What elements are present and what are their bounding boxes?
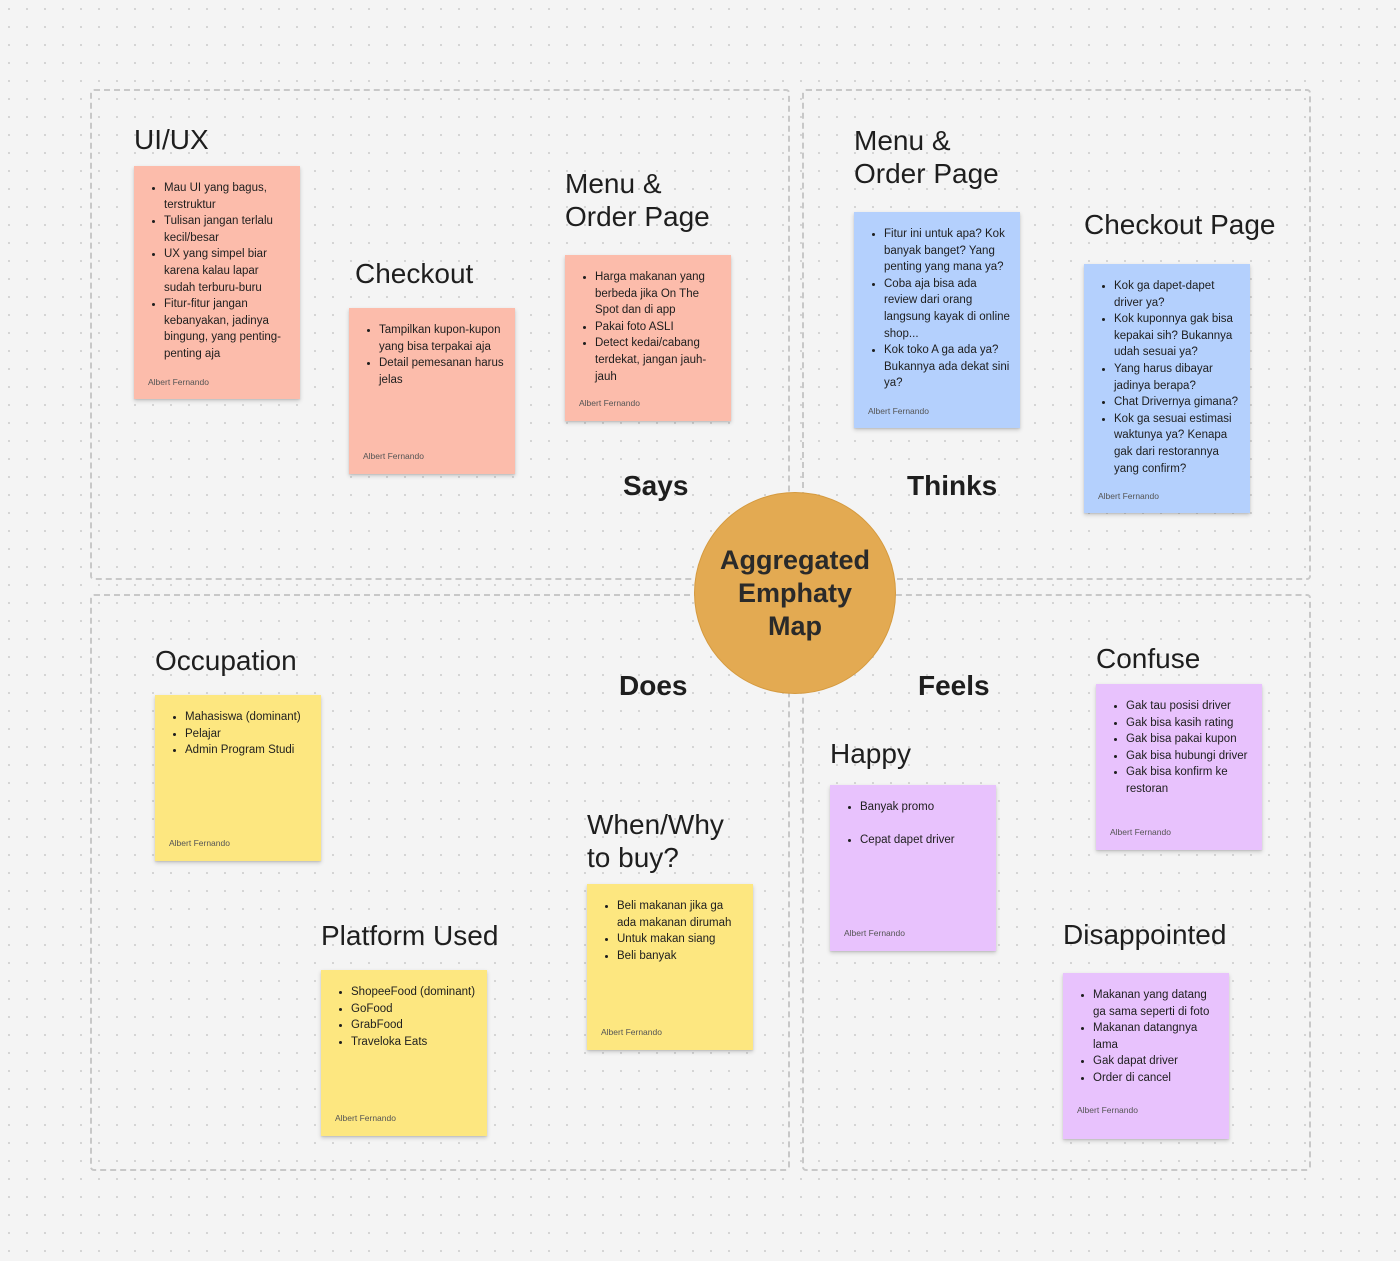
list-item: Mahasiswa (dominant) — [169, 709, 311, 726]
heading-line: to buy? — [587, 842, 679, 873]
heading-line: Menu & — [854, 125, 951, 156]
list-item: Order di cancel — [1077, 1070, 1219, 1087]
note-author: Albert Fernando — [844, 928, 905, 938]
list-item: Beli makanan jika ga ada makanan dirumah — [601, 898, 743, 931]
list-item: Gak bisa kasih rating — [1110, 715, 1252, 732]
note-list: Harga makanan yang berbeda jika On The S… — [579, 269, 721, 385]
note-author: Albert Fernando — [868, 405, 929, 416]
list-item: Makanan yang datang ga sama seperti di f… — [1077, 987, 1219, 1020]
list-item: GoFood — [335, 1001, 477, 1018]
list-item: Makanan datangnya lama — [1077, 1020, 1219, 1053]
note-list: Gak tau posisi driver Gak bisa kasih rat… — [1110, 698, 1252, 798]
list-item: UX yang simpel biar karena kalau lapar s… — [148, 246, 290, 296]
list-item: Cepat dapet driver — [844, 832, 986, 849]
sticky-note-disappointed[interactable]: Makanan yang datang ga sama seperti di f… — [1063, 973, 1229, 1139]
does-label: Does — [619, 670, 688, 701]
thinks-menu-order-heading: Menu & Order Page — [854, 124, 999, 190]
list-item: Gak bisa konfirm ke restoran — [1110, 764, 1252, 797]
confuse-heading: Confuse — [1096, 643, 1201, 674]
list-item: Chat Drivernya gimana? — [1098, 394, 1240, 411]
note-author: Albert Fernando — [148, 376, 209, 387]
sticky-note-checkout[interactable]: Tampilkan kupon-kupon yang bisa terpakai… — [349, 308, 515, 474]
says-menu-order-heading: Menu & Order Page — [565, 167, 710, 233]
list-item: Admin Program Studi — [169, 742, 311, 759]
note-author: Albert Fernando — [363, 451, 424, 461]
sticky-note-thinks-menu-order[interactable]: Fitur ini untuk apa? Kok banyak banget? … — [854, 212, 1020, 428]
list-item: Gak bisa hubungi driver — [1110, 748, 1252, 765]
sticky-note-says-menu-order[interactable]: Harga makanan yang berbeda jika On The S… — [565, 255, 731, 421]
does-quadrant — [90, 594, 790, 1171]
says-label: Says — [623, 470, 689, 501]
platform-heading: Platform Used — [321, 920, 499, 951]
note-list: Tampilkan kupon-kupon yang bisa terpakai… — [363, 322, 505, 388]
note-author: Albert Fernando — [1077, 1104, 1138, 1115]
note-list: Banyak promo Cepat dapet driver — [844, 799, 986, 848]
note-author: Albert Fernando — [1098, 491, 1159, 502]
list-item: Kok toko A ga ada ya? Bukannya ada dekat… — [868, 342, 1010, 392]
list-item: Untuk makan siang — [601, 931, 743, 948]
sticky-note-confuse[interactable]: Gak tau posisi driver Gak bisa kasih rat… — [1096, 684, 1262, 850]
sticky-note-platform[interactable]: ShopeeFood (dominant) GoFood GrabFood Tr… — [321, 970, 487, 1136]
note-list: ShopeeFood (dominant) GoFood GrabFood Tr… — [335, 984, 477, 1050]
thinks-quadrant — [802, 89, 1311, 580]
list-item: Fitur-fitur jangan kebanyakan, jadinya b… — [148, 296, 290, 362]
list-item: Mau UI yang bagus, terstruktur — [148, 180, 290, 213]
note-author: Albert Fernando — [1110, 827, 1171, 837]
note-author: Albert Fernando — [335, 1113, 396, 1123]
checkout-heading: Checkout — [355, 258, 474, 289]
note-list: Beli makanan jika ga ada makanan dirumah… — [601, 898, 743, 964]
feels-label: Feels — [918, 670, 990, 701]
note-author: Albert Fernando — [601, 1027, 662, 1037]
sticky-note-when-why[interactable]: Beli makanan jika ga ada makanan dirumah… — [587, 884, 753, 1050]
list-item: Detect kedai/cabang terdekat, jangan jau… — [579, 335, 721, 385]
list-item: ShopeeFood (dominant) — [335, 984, 477, 1001]
thinks-checkout-heading: Checkout Page — [1084, 209, 1276, 240]
when-why-heading: When/Why to buy? — [587, 808, 724, 874]
heading-line: Order Page — [854, 158, 999, 189]
happy-heading: Happy — [830, 738, 911, 769]
note-list: Fitur ini untuk apa? Kok banyak banget? … — [868, 226, 1010, 392]
list-item: Harga makanan yang berbeda jika On The S… — [579, 269, 721, 319]
note-author: Albert Fernando — [169, 838, 230, 848]
disappointed-heading: Disappointed — [1063, 919, 1227, 950]
occupation-heading: Occupation — [155, 645, 297, 676]
list-item: Tulisan jangan terlalu kecil/besar — [148, 213, 290, 246]
center-title: Aggregated Emphaty Map — [719, 544, 871, 641]
heading-line: Order Page — [565, 201, 710, 232]
sticky-note-uiux[interactable]: Mau UI yang bagus, terstruktur Tulisan j… — [134, 166, 300, 399]
list-item: Banyak promo — [844, 799, 986, 816]
center-circle[interactable]: Aggregated Emphaty Map — [694, 492, 896, 694]
list-item: Detail pemesanan harus jelas — [363, 355, 505, 388]
note-list: Mau UI yang bagus, terstruktur Tulisan j… — [148, 180, 290, 363]
list-item: Gak bisa pakai kupon — [1110, 731, 1252, 748]
list-item: Tampilkan kupon-kupon yang bisa terpakai… — [363, 322, 505, 355]
says-quadrant — [90, 89, 790, 580]
list-item: Fitur ini untuk apa? Kok banyak banget? … — [868, 226, 1010, 276]
uiux-heading: UI/UX — [134, 124, 209, 155]
list-item: Beli banyak — [601, 948, 743, 965]
list-item: GrabFood — [335, 1017, 477, 1034]
sticky-note-thinks-checkout[interactable]: Kok ga dapet-dapet driver ya? Kok kuponn… — [1084, 264, 1250, 514]
sticky-note-occupation[interactable]: Mahasiswa (dominant) Pelajar Admin Progr… — [155, 695, 321, 861]
heading-line: When/Why — [587, 809, 724, 840]
thinks-label: Thinks — [907, 470, 998, 501]
heading-line: Menu & — [565, 168, 662, 199]
list-item: Coba aja bisa ada review dari orang lang… — [868, 276, 1010, 342]
list-item: Yang harus dibayar jadinya berapa? — [1098, 361, 1240, 394]
list-item: Gak dapat driver — [1077, 1053, 1219, 1070]
list-item: Pelajar — [169, 726, 311, 743]
note-author: Albert Fernando — [579, 398, 640, 408]
sticky-note-happy[interactable]: Banyak promo Cepat dapet driver Albert F… — [830, 785, 996, 951]
note-list: Mahasiswa (dominant) Pelajar Admin Progr… — [169, 709, 311, 759]
feels-quadrant — [802, 594, 1311, 1171]
note-list: Kok ga dapet-dapet driver ya? Kok kuponn… — [1098, 278, 1240, 477]
list-item: Kok kuponnya gak bisa kepakai sih? Bukan… — [1098, 311, 1240, 361]
list-item: Traveloka Eats — [335, 1034, 477, 1051]
list-item: Kok ga sesuai estimasi waktunya ya? Kena… — [1098, 411, 1240, 477]
list-item: Kok ga dapet-dapet driver ya? — [1098, 278, 1240, 311]
list-item: Gak tau posisi driver — [1110, 698, 1252, 715]
note-list: Makanan yang datang ga sama seperti di f… — [1077, 987, 1219, 1087]
list-item: Pakai foto ASLI — [579, 319, 721, 336]
